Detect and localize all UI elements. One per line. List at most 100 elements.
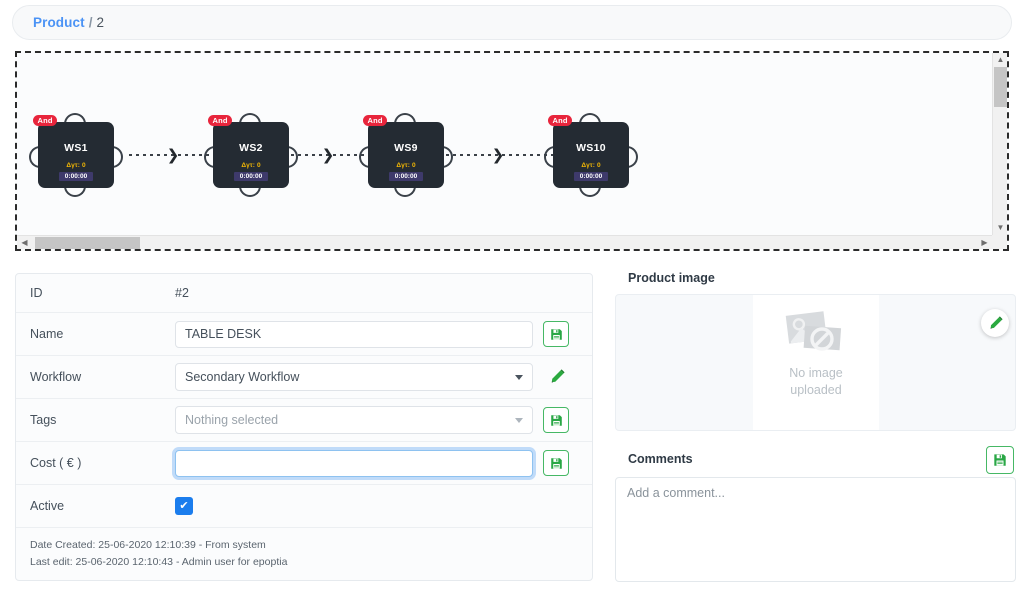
- node-port-right[interactable]: [105, 146, 123, 168]
- link-dots: [284, 154, 372, 156]
- name-label: Name: [30, 327, 64, 341]
- node-port-bottom[interactable]: [394, 179, 416, 197]
- no-image-text: No image uploaded: [753, 365, 879, 399]
- scroll-down-icon[interactable]: ▼: [996, 223, 1005, 232]
- node-title: WS2: [239, 142, 263, 154]
- node-logic-badge: And: [208, 115, 233, 126]
- form-row-cost: Cost ( € ): [16, 442, 592, 485]
- link-dots: [129, 154, 217, 156]
- active-label: Active: [30, 499, 65, 513]
- node-metric-qty: Δγτ: 0: [66, 162, 86, 169]
- pencil-icon: [551, 369, 565, 383]
- node-port-right[interactable]: [435, 146, 453, 168]
- node-title: WS1: [64, 142, 88, 154]
- no-image-icon: [785, 311, 842, 351]
- edit-workflow-button[interactable]: [547, 367, 567, 387]
- scroll-up-icon[interactable]: ▲: [996, 55, 1005, 64]
- node-logic-badge: And: [33, 115, 58, 126]
- link-arrow-icon: ❯: [491, 146, 505, 164]
- workflow-canvas-viewport[interactable]: ❯ ❯ ❯ And WS1 Δγτ: 0 0:00:00: [17, 53, 991, 235]
- link-arrow-icon: ❯: [166, 146, 180, 164]
- comments-heading: Comments: [628, 452, 693, 466]
- product-image-placeholder: No image uploaded: [753, 295, 879, 430]
- cost-label: Cost ( € ): [30, 456, 82, 470]
- active-checkbox[interactable]: ✔: [175, 497, 193, 515]
- tags-label: Tags: [30, 413, 57, 427]
- node-title: WS9: [394, 142, 418, 154]
- name-input[interactable]: [175, 320, 533, 348]
- form-row-name: Name: [16, 313, 592, 356]
- no-image-line1: No image: [789, 366, 843, 380]
- save-tags-button[interactable]: [543, 407, 569, 433]
- workflow-link-1: ❯: [129, 146, 217, 164]
- link-arrow-icon: ❯: [321, 146, 335, 164]
- form-row-id: ID #2: [16, 274, 592, 313]
- node-metric-qty: Δγτ: 0: [396, 162, 416, 169]
- workflow-node-ws2[interactable]: And WS2 Δγτ: 0 0:00:00: [204, 113, 298, 197]
- canvas-horizontal-scrollbar[interactable]: ◀ ▶: [17, 235, 992, 249]
- comment-textarea[interactable]: [615, 477, 1016, 582]
- vertical-scroll-thumb[interactable]: [994, 67, 1007, 107]
- scrollbar-corner: [992, 235, 1007, 249]
- scroll-right-icon[interactable]: ▶: [981, 238, 988, 247]
- chevron-down-icon: [515, 375, 523, 380]
- cost-input[interactable]: [175, 449, 533, 477]
- workflow-node-ws1[interactable]: And WS1 Δγτ: 0 0:00:00: [29, 113, 123, 197]
- product-image-panel: No image uploaded: [615, 294, 1016, 431]
- edit-product-image-button[interactable]: [981, 309, 1009, 337]
- workflow-label: Workflow: [30, 370, 82, 384]
- record-metadata: Date Created: 25-06-2020 12:10:39 - From…: [16, 528, 592, 571]
- save-cost-button[interactable]: [543, 450, 569, 476]
- node-metric-qty: Δγτ: 0: [581, 162, 601, 169]
- save-comment-button[interactable]: [986, 446, 1014, 474]
- node-port-bottom[interactable]: [64, 179, 86, 197]
- check-icon: ✔: [179, 499, 189, 512]
- node-metric-qty: Δγτ: 0: [241, 162, 261, 169]
- id-label: ID: [30, 286, 43, 300]
- save-icon: [550, 414, 562, 426]
- node-metric-duration: 0:00:00: [59, 172, 93, 181]
- breadcrumb-current-id: 2: [96, 15, 104, 30]
- node-logic-badge: And: [548, 115, 573, 126]
- node-port-right[interactable]: [280, 146, 298, 168]
- product-image-heading: Product image: [628, 271, 715, 285]
- workflow-node-ws10[interactable]: And WS10 Δγτ: 0 0:00:00: [544, 113, 638, 197]
- save-icon: [550, 328, 562, 340]
- node-port-bottom[interactable]: [579, 179, 601, 197]
- breadcrumb-link-product[interactable]: Product: [33, 15, 85, 30]
- workflow-node-ws9[interactable]: And WS9 Δγτ: 0 0:00:00: [359, 113, 453, 197]
- workflow-link-2: ❯: [284, 146, 372, 164]
- scroll-left-icon[interactable]: ◀: [21, 238, 28, 247]
- workflow-canvas[interactable]: ❯ ❯ ❯ And WS1 Δγτ: 0 0:00:00: [15, 51, 1009, 251]
- breadcrumb: Product / 2: [12, 5, 1012, 40]
- no-image-line2: uploaded: [790, 383, 842, 397]
- node-logic-badge: And: [363, 115, 388, 126]
- workflow-select[interactable]: Secondary Workflow: [175, 363, 533, 391]
- chevron-down-icon: [515, 418, 523, 423]
- node-metric-duration: 0:00:00: [574, 172, 608, 181]
- tags-select[interactable]: Nothing selected: [175, 406, 533, 434]
- node-port-bottom[interactable]: [239, 179, 261, 197]
- breadcrumb-separator: /: [88, 15, 93, 30]
- save-icon: [994, 454, 1006, 466]
- canvas-vertical-scrollbar[interactable]: ▲ ▼: [992, 53, 1007, 235]
- id-value: #2: [175, 286, 189, 300]
- save-icon: [550, 457, 562, 469]
- node-port-right[interactable]: [620, 146, 638, 168]
- form-row-workflow: Workflow Secondary Workflow: [16, 356, 592, 399]
- form-row-tags: Tags Nothing selected: [16, 399, 592, 442]
- form-row-active: Active ✔: [16, 485, 592, 528]
- node-metric-duration: 0:00:00: [389, 172, 423, 181]
- pencil-icon: [990, 315, 1003, 329]
- workflow-select-value: Secondary Workflow: [185, 370, 300, 384]
- date-created-text: Date Created: 25-06-2020 12:10:39 - From…: [30, 539, 266, 551]
- horizontal-scroll-thumb[interactable]: [35, 237, 140, 249]
- tags-select-placeholder: Nothing selected: [185, 413, 279, 427]
- last-edit-text: Last edit: 25-06-2020 12:10:43 - Admin u…: [30, 556, 288, 568]
- save-name-button[interactable]: [543, 321, 569, 347]
- link-dots: [439, 154, 557, 156]
- product-details-form: ID #2 Name Workflow Secondary Workflow: [15, 273, 593, 581]
- node-title: WS10: [576, 142, 606, 154]
- node-metric-duration: 0:00:00: [234, 172, 268, 181]
